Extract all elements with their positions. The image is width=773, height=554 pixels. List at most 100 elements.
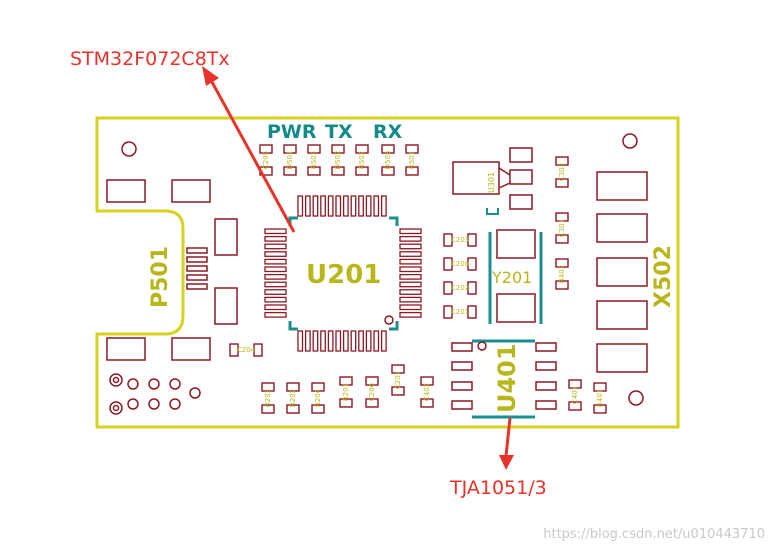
passive-label: R202 bbox=[289, 389, 297, 407]
passive-label: R501 bbox=[408, 151, 416, 169]
pad bbox=[229, 343, 239, 357]
mcu-pin bbox=[373, 330, 380, 352]
mcu-pins bbox=[264, 195, 422, 352]
mcu-pin bbox=[327, 195, 334, 217]
mcu-pin bbox=[312, 330, 319, 352]
pad bbox=[391, 364, 405, 374]
pad bbox=[467, 305, 477, 319]
pad bbox=[283, 144, 297, 154]
callout-arrow-transceiver bbox=[499, 417, 514, 470]
pad bbox=[283, 166, 297, 176]
mcu-pin bbox=[264, 289, 287, 295]
pad bbox=[331, 166, 345, 176]
pad bbox=[339, 376, 353, 386]
passive-c206: C206 bbox=[365, 376, 379, 408]
pad bbox=[555, 212, 569, 222]
passive-label: R502 bbox=[358, 151, 366, 169]
passive-label: R201 bbox=[342, 383, 350, 401]
board-outline bbox=[95, 116, 680, 429]
mcu-pin bbox=[264, 296, 287, 303]
pad bbox=[311, 404, 325, 414]
pad bbox=[443, 233, 453, 247]
mcu-pin bbox=[373, 195, 380, 217]
mcu-pin bbox=[365, 330, 372, 352]
passive-label: C204 bbox=[237, 346, 256, 354]
pad bbox=[555, 178, 569, 188]
pad bbox=[261, 382, 275, 392]
passive-label: C401 bbox=[571, 386, 579, 404]
passive-c301: C301 bbox=[555, 212, 569, 244]
mcu-pin bbox=[264, 251, 287, 257]
passive-c208: C208 bbox=[443, 257, 477, 271]
mcu-pin bbox=[264, 304, 287, 311]
passive-r203: R203 bbox=[261, 382, 275, 414]
mounting-hole bbox=[121, 141, 137, 157]
pad bbox=[365, 398, 379, 408]
passive-c203: C203 bbox=[443, 233, 477, 247]
pad bbox=[355, 144, 369, 154]
pad bbox=[555, 234, 569, 244]
mcu-pin bbox=[399, 228, 422, 235]
designator-regulator: U301 bbox=[487, 172, 496, 193]
passive-label: R204 bbox=[314, 388, 322, 407]
passive-label: D502 bbox=[334, 151, 342, 170]
mcu-pin bbox=[304, 195, 311, 217]
passive-d502: D502 bbox=[331, 144, 345, 176]
regulator-u301 bbox=[452, 147, 533, 215]
mcu-pin bbox=[399, 243, 422, 250]
passive-label: C205 bbox=[262, 151, 270, 169]
mcu-pin bbox=[335, 330, 342, 352]
led-labels: PWR TX RX bbox=[267, 121, 403, 143]
pad bbox=[253, 343, 263, 357]
designator-connector-right: X502 bbox=[651, 245, 676, 308]
passive-label: D503 bbox=[384, 151, 392, 170]
callout-can-part: TJA1051/3 bbox=[450, 477, 547, 499]
passive-label: R503 bbox=[310, 151, 318, 169]
mcu-pin bbox=[365, 195, 372, 217]
pad bbox=[405, 144, 419, 154]
passive-label: C402 bbox=[423, 383, 431, 401]
mcu-pin bbox=[399, 304, 422, 311]
pad bbox=[593, 382, 607, 392]
passive-label: C206 bbox=[368, 382, 376, 401]
mcu-pin bbox=[399, 235, 422, 242]
pad bbox=[355, 166, 369, 176]
passive-c401: C401 bbox=[568, 379, 582, 411]
passive-d503: D503 bbox=[381, 144, 395, 176]
passive-r402: R402 bbox=[555, 258, 569, 290]
mcu-pin bbox=[399, 281, 422, 288]
mcu-pin bbox=[399, 266, 422, 273]
led-label-pwr: PWR bbox=[267, 121, 317, 143]
passive-label: C203 bbox=[451, 236, 469, 244]
mcu-pin bbox=[297, 330, 304, 352]
mcu-pin bbox=[264, 258, 287, 265]
mcu-pin bbox=[264, 281, 287, 288]
pad bbox=[365, 376, 379, 386]
passive-r502: R502 bbox=[355, 144, 369, 176]
mcu-pin bbox=[312, 195, 319, 217]
passive-label: C208 bbox=[451, 260, 469, 268]
mcu-pin bbox=[304, 330, 311, 352]
mcu-pin bbox=[358, 195, 364, 217]
passive-r204: R204 bbox=[311, 382, 325, 414]
mcu-pin bbox=[358, 330, 364, 352]
header-holes bbox=[109, 373, 201, 415]
connector-p501-pads bbox=[106, 179, 238, 361]
mcu-pin bbox=[327, 330, 334, 352]
pad bbox=[405, 166, 419, 176]
mcu-pin bbox=[335, 195, 342, 217]
passive-label: D501 bbox=[286, 151, 294, 170]
passive-label: R203 bbox=[264, 389, 272, 407]
transceiver-u401 bbox=[451, 339, 557, 419]
pad bbox=[467, 233, 477, 247]
pin1-marker bbox=[384, 315, 394, 325]
pad bbox=[259, 144, 273, 154]
mcu-pin bbox=[264, 266, 287, 273]
designator-mcu: U201 bbox=[306, 260, 381, 290]
pad bbox=[555, 258, 569, 268]
designator-crystal: Y201 bbox=[491, 268, 532, 287]
passive-c201: C201 bbox=[443, 305, 477, 319]
pad bbox=[420, 398, 434, 408]
